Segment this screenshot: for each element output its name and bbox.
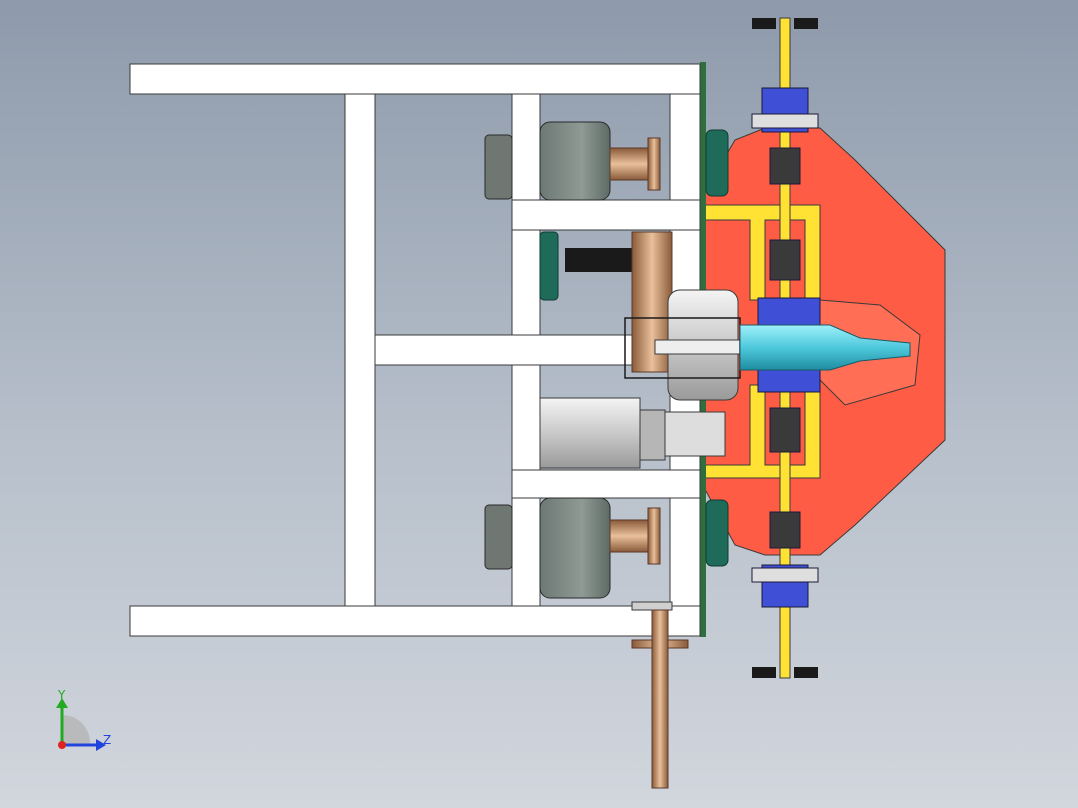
y-axis-label: Y bbox=[57, 688, 66, 702]
output-shaft bbox=[631, 601, 689, 789]
bottom-motor bbox=[484, 497, 729, 599]
top-motor bbox=[484, 121, 729, 201]
central-assembly bbox=[539, 231, 911, 469]
axis-triad: Y Z bbox=[56, 688, 111, 751]
z-axis-label: Z bbox=[103, 733, 111, 747]
yellow-bracket bbox=[699, 204, 821, 479]
